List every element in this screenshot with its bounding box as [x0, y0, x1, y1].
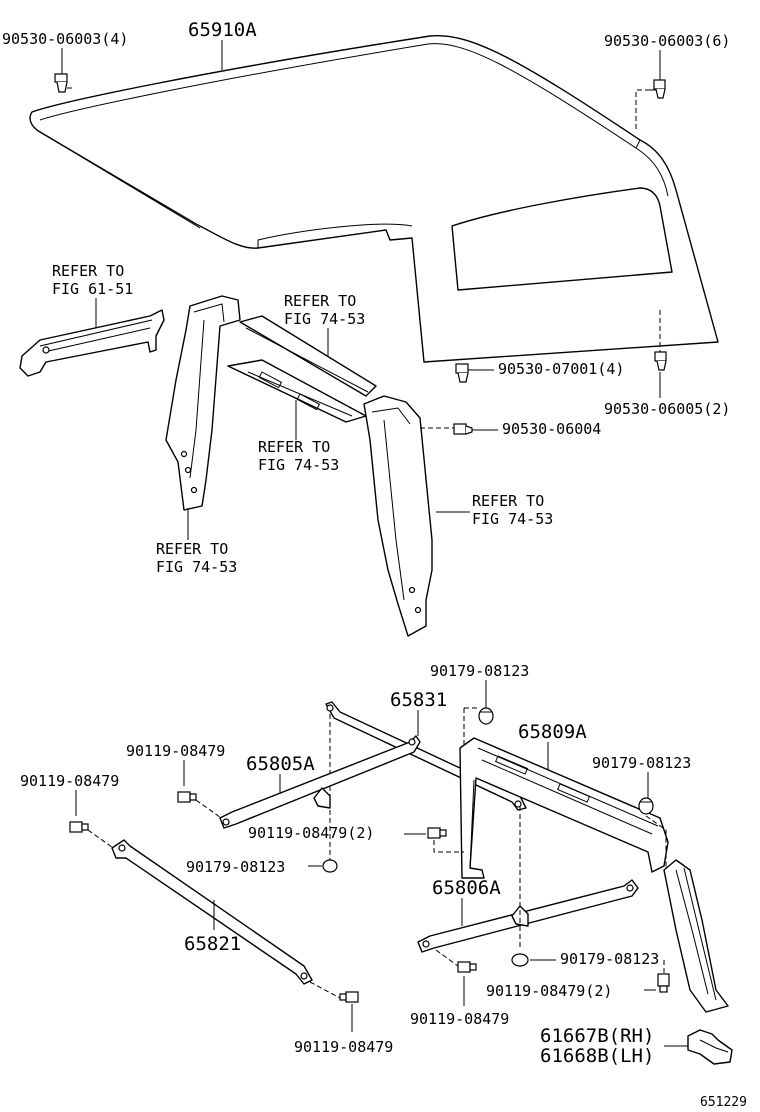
right-pillar [363, 395, 433, 637]
dashed-line [309, 981, 341, 999]
label-nut-right: 90179-08123 [592, 754, 691, 772]
label-clip-07001: 90530-07001(4) [498, 360, 624, 378]
left-pillar [165, 295, 241, 511]
dashed-line [433, 840, 464, 853]
bolt-icon [339, 991, 359, 1003]
bolt-icon [177, 791, 197, 803]
label-cover-lh: 61668B(LH) [540, 1045, 654, 1067]
label-hardtop: 65910A [188, 19, 257, 41]
nut-icon [322, 859, 338, 873]
label-nut-mid: 90179-08123 [186, 858, 285, 876]
dashed-line [645, 815, 667, 870]
label-bar-65805a: 65805A [246, 753, 315, 775]
clip-icon [654, 351, 667, 371]
rear-pillar-65809a [663, 859, 729, 1013]
label-cover-rh: 61667B(RH) [540, 1025, 654, 1047]
clip-icon [455, 363, 469, 383]
dashed-line [435, 949, 459, 967]
dashed-line [87, 829, 117, 851]
label-bolt-a: 90119-08479 [126, 742, 225, 760]
label-clip-06004: 90530-06004 [502, 420, 601, 438]
clip-icon [650, 79, 666, 99]
brace-65821 [111, 839, 313, 985]
side-rail-left [19, 309, 165, 377]
clip-icon [453, 423, 473, 435]
bolt-icon [427, 827, 447, 839]
label-bolt-low-mid: 90119-08479 [410, 1010, 509, 1028]
cross-bar-65806a [417, 879, 639, 953]
cross-bar-65805a [219, 735, 421, 829]
bolt-icon [457, 961, 477, 973]
label-bolt-2-low: 90119-08479(2) [486, 982, 612, 1000]
dashed-line [195, 799, 225, 821]
label-nut-top: 90179-08123 [430, 662, 529, 680]
label-bar-65806a: 65806A [432, 877, 501, 899]
nut-icon [478, 707, 494, 725]
label-refer-61-a: REFER TO [52, 262, 124, 280]
bolt-icon [69, 821, 89, 833]
label-refer-74-top-a: REFER TO [284, 292, 356, 310]
label-clip-06005: 90530-06005(2) [604, 400, 730, 418]
label-bolt-2-mid: 90119-08479(2) [248, 824, 374, 842]
dashed-line [635, 89, 650, 130]
label-clip-4: 90530-06003(4) [2, 30, 128, 48]
label-refer-61-b: FIG 61-51 [52, 280, 133, 298]
clip-icon [54, 73, 72, 93]
label-refer-74-right-a: REFER TO [472, 492, 544, 510]
label-rail-65809a: 65809A [518, 721, 587, 743]
label-bolt-b: 90119-08479 [20, 772, 119, 790]
cover-piece [687, 1029, 733, 1065]
label-clip-6: 90530-06003(6) [604, 32, 730, 50]
label-refer-74-left-b: FIG 74-53 [156, 558, 237, 576]
label-nut-low: 90179-08123 [560, 950, 659, 968]
nut-icon [511, 953, 529, 967]
label-bolt-low-left: 90119-08479 [294, 1038, 393, 1056]
diagram-number: 651229 [700, 1095, 747, 1110]
label-refer-74-right-b: FIG 74-53 [472, 510, 553, 528]
header-panel [239, 315, 377, 397]
label-refer-74-left-a: REFER TO [156, 540, 228, 558]
bolt-icon [657, 973, 670, 993]
label-refer-74-mid-b: FIG 74-53 [258, 456, 339, 474]
side-rail-65809a [459, 737, 669, 879]
nut-icon [638, 797, 654, 815]
label-bar-65831: 65831 [390, 689, 447, 711]
label-bar-65821: 65821 [184, 933, 241, 955]
label-refer-74-top-b: FIG 74-53 [284, 310, 365, 328]
hardtop-shell [29, 34, 719, 363]
floor-panel [227, 359, 367, 423]
label-refer-74-mid-a: REFER TO [258, 438, 330, 456]
